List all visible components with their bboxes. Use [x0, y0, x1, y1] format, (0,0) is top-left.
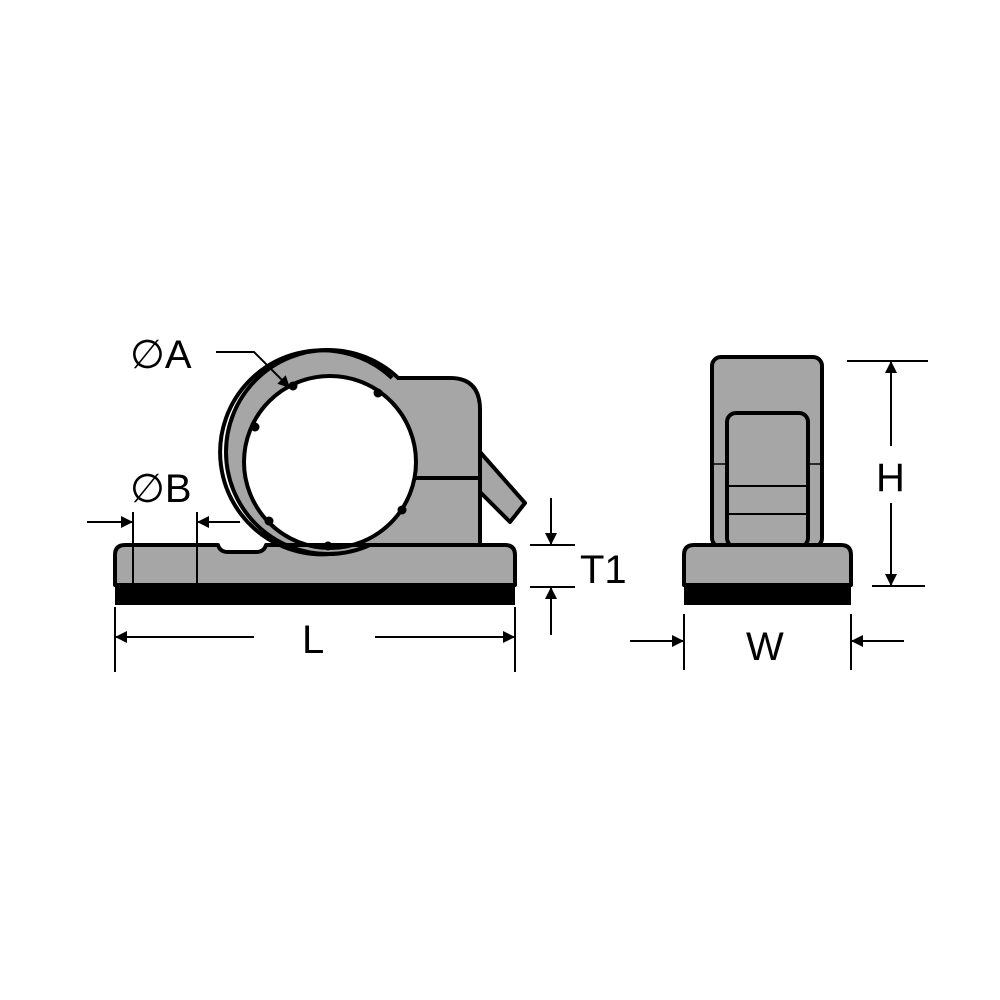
label-dia-a: ∅A [130, 333, 192, 377]
dim-t1: T1 [530, 498, 627, 635]
end-view [682, 355, 853, 605]
dim-l: L [114, 607, 516, 672]
label-dia-b: ∅B [130, 467, 192, 511]
side-view [113, 348, 527, 605]
label-l: L [302, 618, 324, 662]
label-w: W [746, 625, 784, 669]
side-base [113, 543, 517, 587]
clamp-tail-tab [476, 450, 527, 524]
side-adhesive-layer [115, 585, 515, 605]
dim-dia-a: ∅A [130, 333, 291, 389]
end-inner-body [725, 411, 810, 549]
dim-dia-b: ∅B [87, 467, 240, 588]
label-h: H [876, 456, 905, 500]
end-adhesive-layer [684, 585, 851, 605]
label-t1: T1 [580, 548, 627, 592]
dim-h: H [847, 360, 928, 587]
dim-w: W [630, 614, 904, 670]
end-base [682, 543, 853, 587]
